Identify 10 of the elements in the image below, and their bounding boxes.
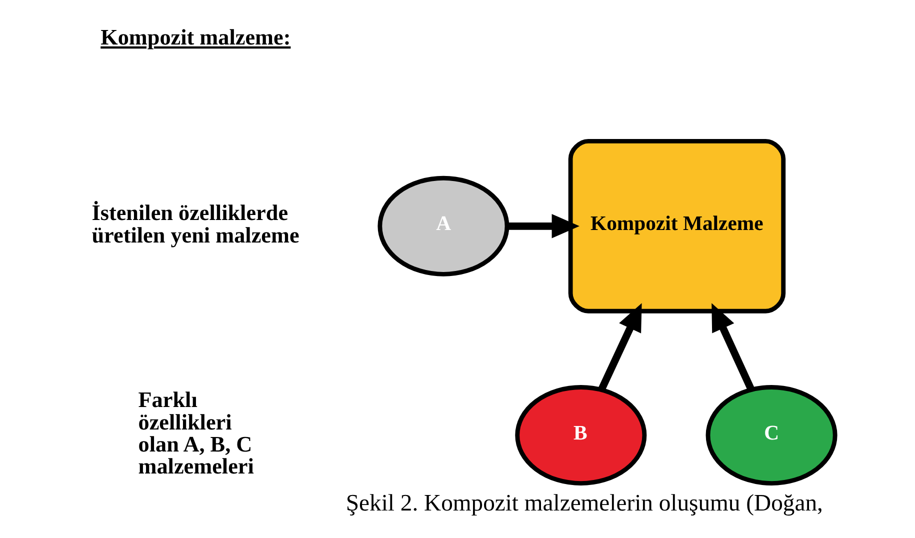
label: Kompozit malzeme: bbox=[100, 24, 291, 50]
label: Farklı özellikleri olan A, B, C malzemeleri bbox=[138, 387, 254, 479]
node-box: Kompozit Malzeme bbox=[568, 138, 786, 314]
node-ellipse: C bbox=[706, 385, 838, 486]
label: İstenilen özelliklerde üretilen yeni malzeme bbox=[92, 200, 300, 248]
arrow bbox=[712, 303, 755, 392]
arrow bbox=[598, 303, 642, 392]
caption: Şekil 2. Kompozit malzemelerin oluşumu (Doğan, bbox=[346, 490, 823, 516]
arrow bbox=[507, 214, 580, 238]
node-ellipse: B bbox=[515, 385, 647, 486]
